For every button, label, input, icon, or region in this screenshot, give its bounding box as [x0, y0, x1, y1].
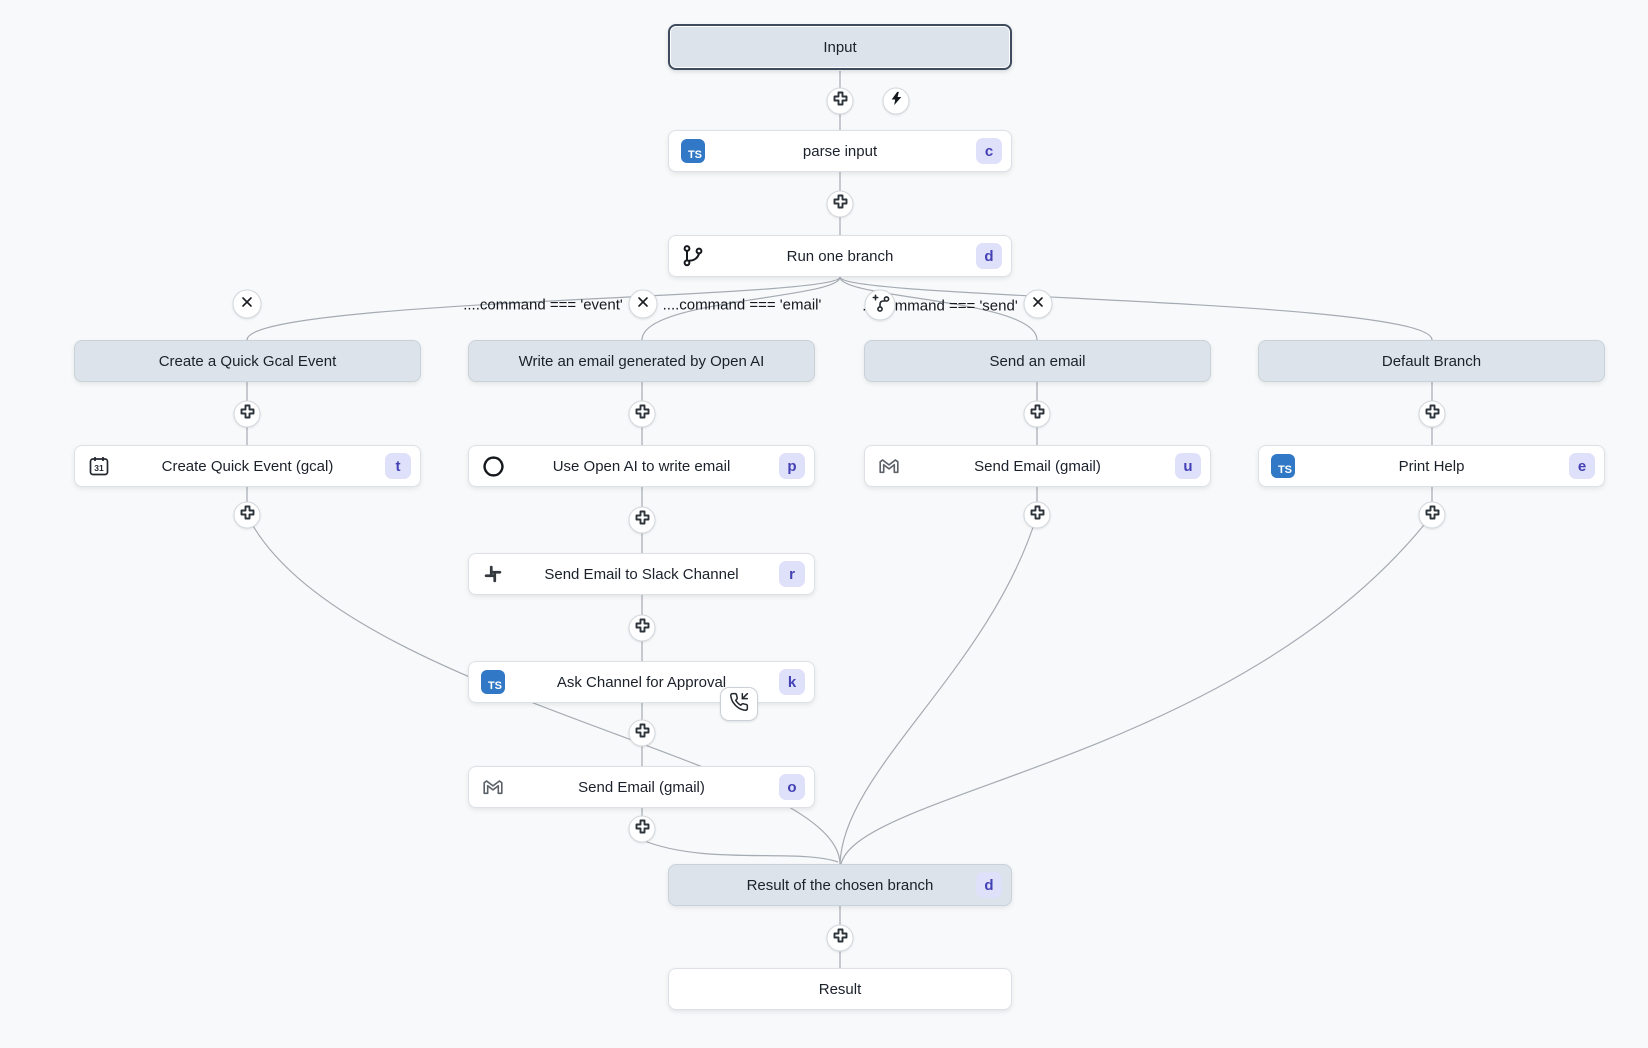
run-one-branch-node[interactable]: Run one branch d [668, 235, 1012, 277]
close-icon [1031, 294, 1046, 314]
add-step-button[interactable] [826, 190, 854, 218]
step-label: Ask Channel for Approval [556, 673, 727, 691]
add-step-button[interactable] [628, 719, 656, 747]
branch-header-label: Send an email [989, 352, 1086, 370]
step-label: Send Email to Slack Channel [544, 565, 739, 583]
add-step-button[interactable] [826, 924, 854, 952]
plus-icon [633, 403, 651, 426]
run-one-branch-label: Run one branch [786, 247, 894, 265]
add-step-button[interactable] [1023, 400, 1051, 428]
result-of-branch-node[interactable]: Result of the chosen branch d [668, 864, 1012, 906]
plus-icon [633, 818, 651, 841]
add-step-button[interactable] [233, 501, 261, 529]
step-send-email-gmail-2[interactable]: Send Email (gmail) o [468, 766, 815, 808]
delete-branch-button[interactable] [232, 289, 262, 319]
add-branch-button[interactable] [864, 289, 896, 321]
input-node[interactable]: Input [668, 24, 1012, 70]
gmail-icon [480, 774, 506, 800]
result-branch-label: Result of the chosen branch [746, 876, 934, 894]
svg-text:31: 31 [94, 463, 104, 473]
gmail-icon [876, 453, 902, 479]
shortcut-badge: k [779, 669, 805, 695]
step-label: Create Quick Event (gcal) [161, 457, 334, 475]
lightning-icon [888, 91, 904, 112]
add-step-button[interactable] [1418, 400, 1446, 428]
step-send-email-slack[interactable]: Send Email to Slack Channel r [468, 553, 815, 595]
step-label: Send Email (gmail) [974, 457, 1101, 475]
shortcut-badge: d [976, 872, 1002, 898]
step-label: Use Open AI to write email [552, 457, 731, 475]
plus-icon [633, 617, 651, 640]
parse-input-node[interactable]: TS parse input c [668, 130, 1012, 172]
plus-icon [633, 722, 651, 745]
add-step-button[interactable] [628, 815, 656, 843]
shortcut-badge: t [385, 453, 411, 479]
result-node[interactable]: Result [668, 968, 1012, 1010]
plus-icon [831, 193, 849, 216]
branch-header-label: Create a Quick Gcal Event [158, 352, 337, 370]
plus-icon [1423, 403, 1441, 426]
shortcut-badge: r [779, 561, 805, 587]
step-openai-write-email[interactable]: Use Open AI to write email p [468, 445, 815, 487]
plus-icon [238, 403, 256, 426]
suspend-approval-button[interactable] [720, 687, 758, 721]
typescript-icon: TS [1270, 453, 1296, 479]
git-branch-icon [680, 243, 706, 269]
add-step-button[interactable] [628, 506, 656, 534]
step-ask-channel-approval[interactable]: TS Ask Channel for Approval k [468, 661, 815, 703]
step-create-quick-event[interactable]: 31 Create Quick Event (gcal) t [74, 445, 421, 487]
add-step-button[interactable] [628, 400, 656, 428]
shortcut-badge: p [779, 453, 805, 479]
plus-icon [1028, 504, 1046, 527]
openai-icon [480, 453, 506, 479]
step-send-email-gmail[interactable]: Send Email (gmail) u [864, 445, 1211, 487]
branch-header-gcal[interactable]: Create a Quick Gcal Event [74, 340, 421, 382]
branch-header-label: Write an email generated by Open AI [518, 352, 765, 370]
typescript-icon: TS [480, 669, 506, 695]
plus-icon [1423, 504, 1441, 527]
add-step-button[interactable] [826, 87, 854, 115]
trigger-button[interactable] [882, 87, 910, 115]
step-label: Send Email (gmail) [578, 778, 705, 796]
branch-header-label: Default Branch [1381, 352, 1482, 370]
typescript-icon: TS [680, 138, 706, 164]
step-print-help[interactable]: TS Print Help e [1258, 445, 1605, 487]
branch-condition-send: ....command === 'send' [862, 297, 1018, 315]
add-branch-icon [870, 293, 890, 318]
delete-branch-button[interactable] [628, 289, 658, 319]
input-node-label: Input [823, 38, 857, 56]
calendar-icon: 31 [86, 453, 112, 479]
phone-incoming-icon [729, 692, 749, 717]
slack-icon [480, 561, 506, 587]
plus-icon [633, 509, 651, 532]
step-label: Print Help [1398, 457, 1465, 475]
add-step-button[interactable] [1023, 501, 1051, 529]
delete-branch-button[interactable] [1023, 289, 1053, 319]
add-step-button[interactable] [233, 400, 261, 428]
branch-condition-event: ....command === 'event' [463, 296, 623, 314]
shortcut-badge: u [1175, 453, 1201, 479]
branch-header-email[interactable]: Write an email generated by Open AI [468, 340, 815, 382]
close-icon [240, 294, 255, 314]
add-step-button[interactable] [628, 614, 656, 642]
add-step-button[interactable] [1418, 501, 1446, 529]
plus-icon [831, 90, 849, 113]
plus-icon [238, 504, 256, 527]
plus-icon [831, 927, 849, 950]
shortcut-badge: e [1569, 453, 1595, 479]
parse-input-label: parse input [802, 142, 878, 160]
shortcut-badge: d [976, 243, 1002, 269]
result-label: Result [818, 980, 862, 998]
shortcut-badge: o [779, 774, 805, 800]
close-icon [636, 294, 651, 314]
branch-condition-email: ....command === 'email' [662, 296, 822, 314]
branch-header-default[interactable]: Default Branch [1258, 340, 1605, 382]
plus-icon [1028, 403, 1046, 426]
shortcut-badge: c [976, 138, 1002, 164]
branch-header-send[interactable]: Send an email [864, 340, 1211, 382]
